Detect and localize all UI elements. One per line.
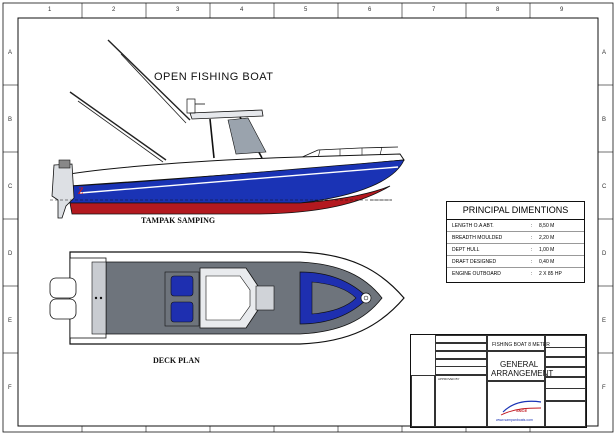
dimension-label: DEPT HULL (452, 247, 480, 253)
grid-col-label: 5 (304, 7, 308, 13)
project-name: FISHING BOAT 8 METER (492, 342, 550, 348)
seat-blue (170, 275, 194, 297)
grid-col-label: 7 (432, 7, 436, 13)
dimension-label: LENGTH O.A ABT. (452, 223, 494, 229)
grid-row-label: B (602, 117, 607, 123)
website-text: www.sampanboats.com (496, 418, 533, 422)
deck-caption: DECK PLAN (153, 356, 200, 365)
grid-row-label: C (8, 184, 13, 190)
drawing-title-line1: GENERAL (500, 360, 539, 369)
dimension-row: LENGTH O.A ABT.: 8,50 M (447, 221, 584, 232)
deck-plan (49, 251, 405, 345)
title-block: FISHING BOAT 8 METER GENERAL ARRANGEMENT… (410, 334, 587, 428)
outrigger-line (120, 53, 187, 124)
profile-caption: TAMPAK SAMPING (141, 216, 216, 225)
dimension-row: ENGINE OUTBOARD: 2 X 85 HP (452, 271, 562, 277)
grid-col-label: 1 (48, 7, 52, 13)
dimension-label: BREADTH MOULDED (452, 235, 503, 241)
grid-row-label: F (602, 385, 606, 391)
principal-dimensions-table: PRINCIPAL DIMENTIONS LENGTH O.A ABT.: 8,… (446, 201, 585, 283)
approval-cell: APPROVED BY (435, 375, 487, 427)
grid-row-label: B (8, 117, 13, 123)
inner-frame (17, 17, 599, 427)
grid-col-label: 2 (112, 7, 116, 13)
dimension-value: 1,00 M (539, 247, 555, 253)
helm-seat (255, 285, 275, 311)
dimension-row: BREADTH MOULDED: 2,20 M (447, 233, 584, 244)
grid-col-label: 4 (240, 7, 244, 13)
drawing-title-cell: GENERAL ARRANGEMENT (487, 351, 553, 381)
hull-blue-band (69, 159, 405, 204)
dimension-value: 0,40 M (539, 259, 555, 265)
project-cell: FISHING BOAT 8 METER (487, 335, 550, 351)
hull-red-bottom (69, 185, 391, 215)
engine-left-top (49, 277, 77, 299)
bow-rail (299, 146, 399, 159)
company-logo (500, 400, 542, 416)
engine-right-top (49, 298, 77, 320)
approved-label: APPROVED BY (438, 377, 460, 381)
t-top-canopy (189, 109, 264, 120)
dimension-label: ENGINE OUTBOARD (452, 271, 501, 277)
grid-row-label: D (8, 251, 13, 257)
windshield (227, 117, 267, 155)
outer-frame (2, 2, 614, 433)
logo-cell: SNCE www.sampanboats.com (487, 381, 545, 427)
anchor-locker (360, 292, 372, 304)
grid-row-label: A (8, 50, 13, 56)
outboard-engine (51, 163, 75, 219)
side-profile: Z (50, 39, 405, 219)
seat-blue (170, 301, 194, 323)
radar-mast (186, 98, 196, 114)
outrigger-line (77, 100, 164, 163)
dimension-row: DEPT HULL: 1,00 M (447, 245, 584, 256)
dimension-row: DRAFT DESIGNED: 0,40 M (447, 257, 584, 268)
dimension-value: 2 X 85 HP (539, 271, 562, 277)
drawing-title-line2: ARRANGEMENT (491, 369, 554, 378)
profile-title: OPEN FISHING BOAT (154, 71, 274, 83)
grid-col-label: 9 (560, 7, 564, 13)
outrigger-line (107, 39, 191, 121)
grid-row-label: F (8, 385, 12, 391)
hull-logo: Z (77, 186, 84, 196)
principal-dimensions-title: PRINCIPAL DIMENTIONS (447, 202, 584, 220)
grid-row-label: C (602, 184, 607, 190)
dimension-value: 8,50 M (539, 223, 555, 229)
grid-row-label: E (602, 318, 607, 324)
dimension-label: DRAFT DESIGNED (452, 259, 497, 265)
grid-col-label: 8 (496, 7, 500, 13)
grid-ticks (3, 3, 613, 432)
outrigger-line (69, 91, 167, 161)
t-top-strut (209, 118, 215, 159)
grid-col-label: 3 (176, 7, 180, 13)
logo-text: SNCE (516, 408, 528, 413)
sign-cell (411, 375, 435, 427)
grid-row-label: E (8, 318, 13, 324)
grid-row-label: D (602, 251, 607, 257)
grid-row-label: A (602, 50, 607, 56)
dimension-value: 2,20 M (539, 235, 555, 241)
grid-col-label: 6 (368, 7, 372, 13)
